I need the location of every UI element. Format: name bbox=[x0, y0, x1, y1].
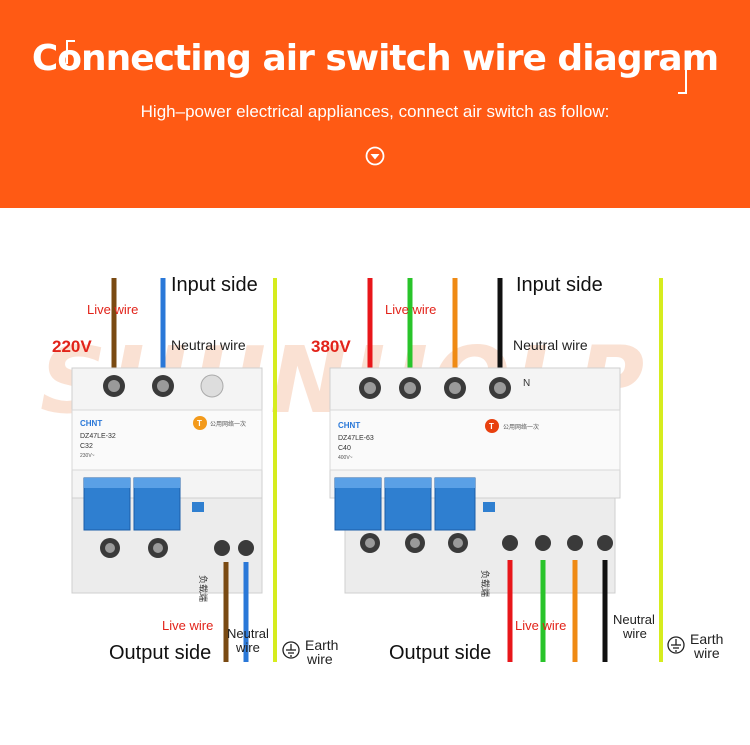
page-title: Connecting air switch wire diagram bbox=[31, 38, 719, 79]
earth-wire-label-1: Earth bbox=[305, 637, 338, 653]
output-side-label: Output side bbox=[389, 642, 491, 664]
svg-text:T: T bbox=[489, 422, 494, 431]
neutral-wire-label-top: Neutral wire bbox=[513, 337, 588, 353]
neutral-terminal-label: N bbox=[523, 378, 530, 389]
test-label: 公用网络一次 bbox=[210, 420, 246, 428]
breaker-brand: CHNT bbox=[80, 419, 102, 428]
neutral-wire-label-bottom-2: wire bbox=[622, 626, 647, 641]
breaker-brand: CHNT bbox=[338, 421, 360, 430]
neutral-wire-label-top: Neutral wire bbox=[171, 337, 246, 353]
live-wire-label-top: Live wire bbox=[385, 302, 436, 317]
svg-text:T: T bbox=[197, 419, 202, 428]
breaker-rating: C40 bbox=[338, 445, 351, 452]
single-phase-diagram: CHNT DZ47LE-32 C32 230V~ T 公用网络一次 负载端 bbox=[52, 274, 338, 667]
breaker-voltage: 400V~ bbox=[338, 455, 353, 461]
earth-wire-label-2: wire bbox=[693, 645, 720, 661]
corner-bracket-right bbox=[678, 70, 687, 94]
three-phase-diagram: N CHNT DZ47LE-63 C40 400V~ T 公用网络一次 bbox=[311, 274, 723, 664]
test-button bbox=[485, 419, 499, 433]
neutral-wire-label-bottom-1: Neutral bbox=[613, 612, 655, 627]
breaker-voltage: 230V~ bbox=[80, 453, 95, 459]
load-end-label: 负载端 bbox=[480, 570, 491, 597]
load-end-label: 负载端 bbox=[198, 575, 209, 602]
earth-ground-icon bbox=[667, 636, 685, 654]
earth-wire-label-1: Earth bbox=[690, 631, 723, 647]
breaker-rating: C32 bbox=[80, 443, 93, 450]
voltage-label: 220V bbox=[52, 337, 92, 356]
live-wire-label-top: Live wire bbox=[87, 302, 138, 317]
breaker-4p: N CHNT DZ47LE-63 C40 400V~ T 公用网络一次 bbox=[329, 367, 621, 597]
corner-bracket-left bbox=[66, 40, 75, 64]
neutral-wire-label-bottom-1: Neutral bbox=[227, 626, 269, 641]
live-wire-label-bottom: Live wire bbox=[162, 618, 213, 633]
voltage-label: 380V bbox=[311, 337, 351, 356]
breaker-model: DZ47LE-63 bbox=[338, 435, 374, 442]
test-button bbox=[193, 416, 207, 430]
earth-ground-icon bbox=[282, 641, 300, 659]
breaker-2p: CHNT DZ47LE-32 C32 230V~ T 公用网络一次 负载端 bbox=[71, 367, 263, 602]
test-label: 公用网络一次 bbox=[503, 423, 539, 431]
chevron-down-circle-icon bbox=[365, 146, 385, 166]
header-banner: Connecting air switch wire diagram High–… bbox=[0, 0, 750, 208]
input-side-label: Input side bbox=[171, 274, 258, 296]
breaker-model: DZ47LE-32 bbox=[80, 433, 116, 440]
earth-wire-label-2: wire bbox=[306, 651, 333, 667]
input-side-label: Input side bbox=[516, 274, 603, 296]
wiring-diagram: SHUNHOLP CHNT DZ47LE-32 C32 230V~ T 公用网络… bbox=[40, 274, 723, 667]
page-subtitle: High–power electrical appliances, connec… bbox=[140, 102, 610, 121]
output-side-label: Output side bbox=[109, 642, 211, 664]
neutral-wire-label-bottom-2: wire bbox=[235, 640, 260, 655]
live-wire-label-bottom: Live wire bbox=[515, 618, 566, 633]
